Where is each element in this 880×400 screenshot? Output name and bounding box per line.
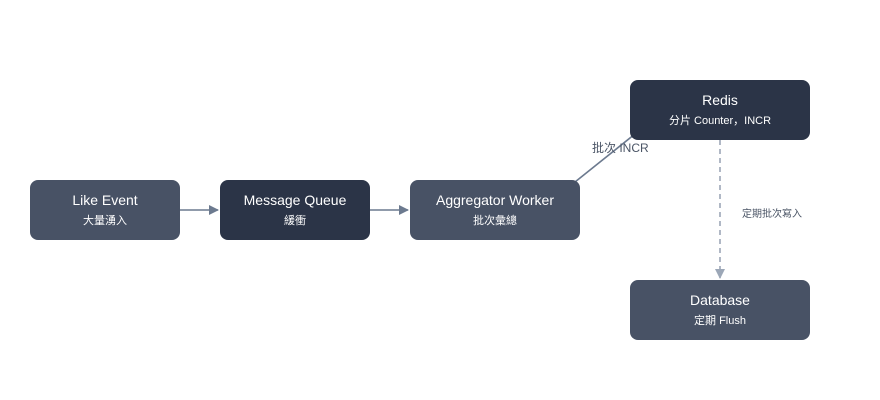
node-redis: Redis 分片 Counter，INCR	[630, 80, 810, 140]
node-like-event-title: Like Event	[72, 192, 138, 208]
node-redis-title: Redis	[702, 92, 738, 108]
node-aggregator-worker: Aggregator Worker 批次彙總	[410, 180, 580, 240]
node-aggregator-worker-subtitle: 批次彙總	[473, 215, 517, 227]
edge-label-periodic-batch-write: 定期批次寫入	[742, 209, 802, 220]
node-aggregator-worker-title: Aggregator Worker	[435, 192, 554, 208]
node-database-title: Database	[690, 292, 750, 308]
node-message-queue: Message Queue 緩衝	[220, 180, 370, 240]
node-redis-subtitle: 分片 Counter，INCR	[668, 115, 772, 127]
node-message-queue-title: Message Queue	[243, 192, 347, 208]
node-like-event: Like Event 大量湧入	[30, 180, 180, 240]
node-message-queue-subtitle: 緩衝	[284, 215, 306, 227]
edge-label-batch-incr: 批次 INCR	[592, 141, 649, 155]
node-database: Database 定期 Flush	[630, 280, 810, 340]
node-database-subtitle: 定期 Flush	[694, 315, 746, 327]
node-like-event-subtitle: 大量湧入	[83, 215, 127, 227]
